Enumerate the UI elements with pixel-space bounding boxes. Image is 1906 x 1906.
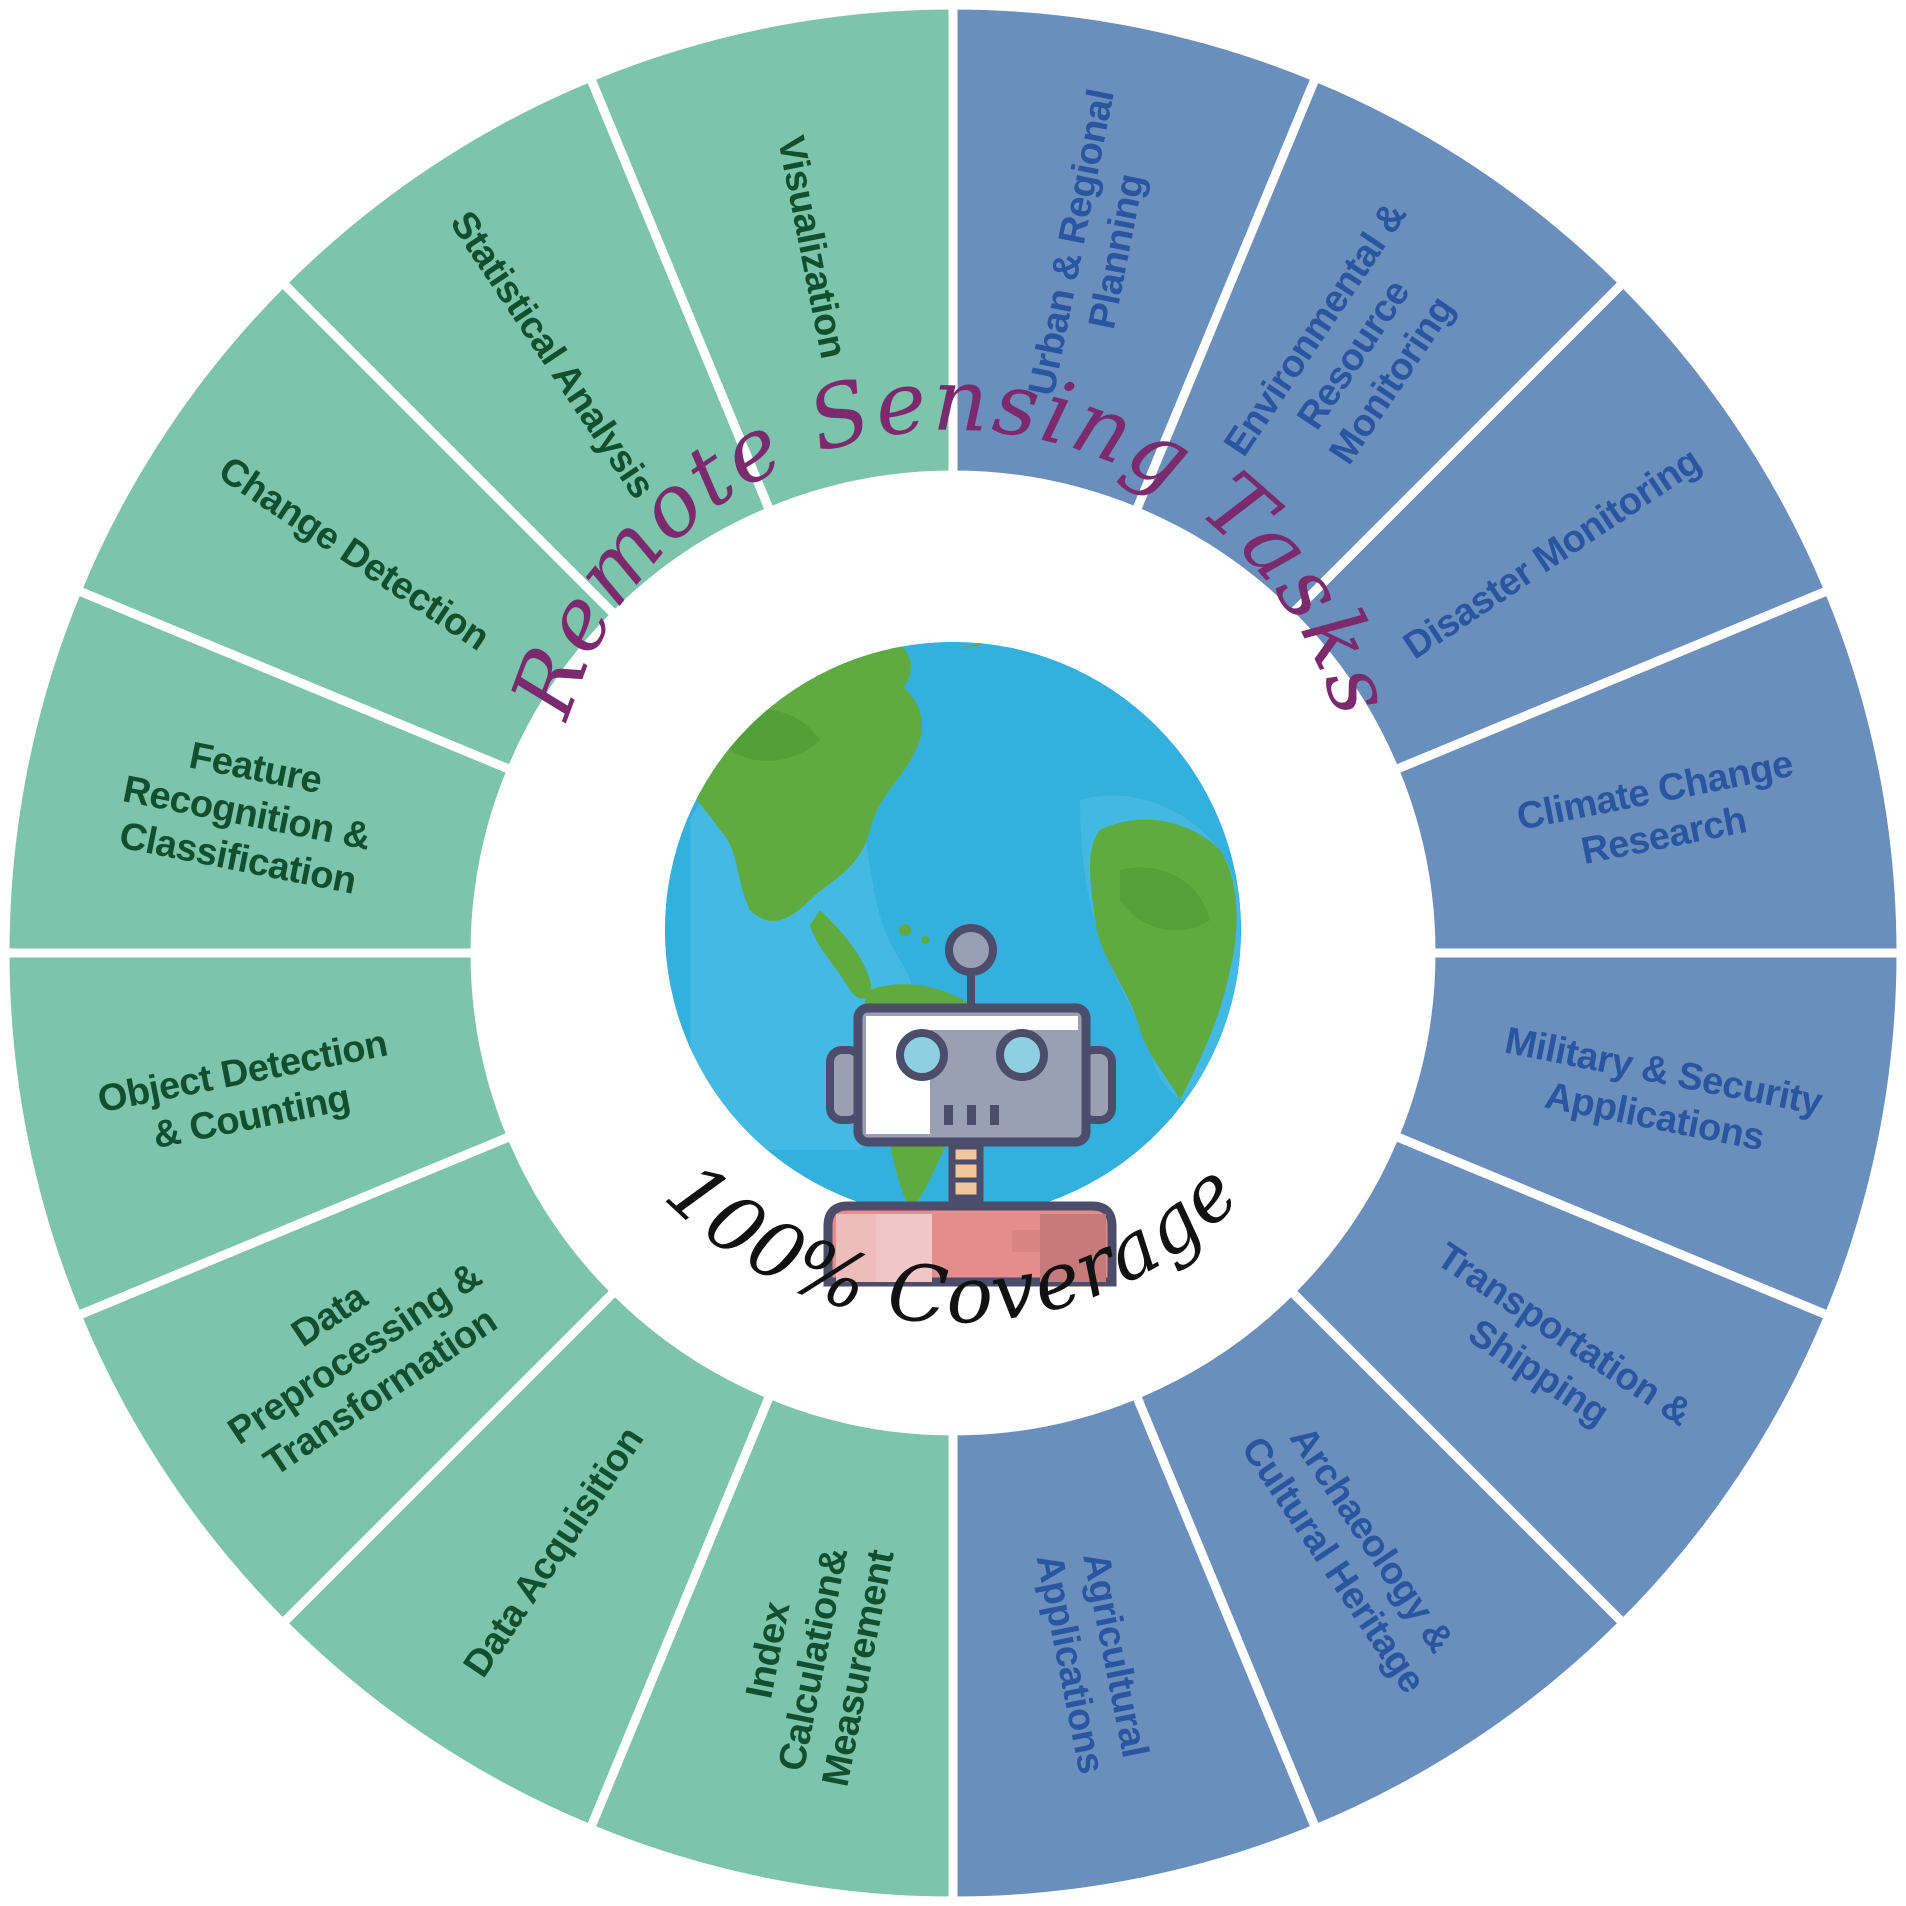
segment-label: IndexCalculation&Measurement — [724, 1528, 902, 1790]
robot-icon — [823, 924, 1117, 1287]
